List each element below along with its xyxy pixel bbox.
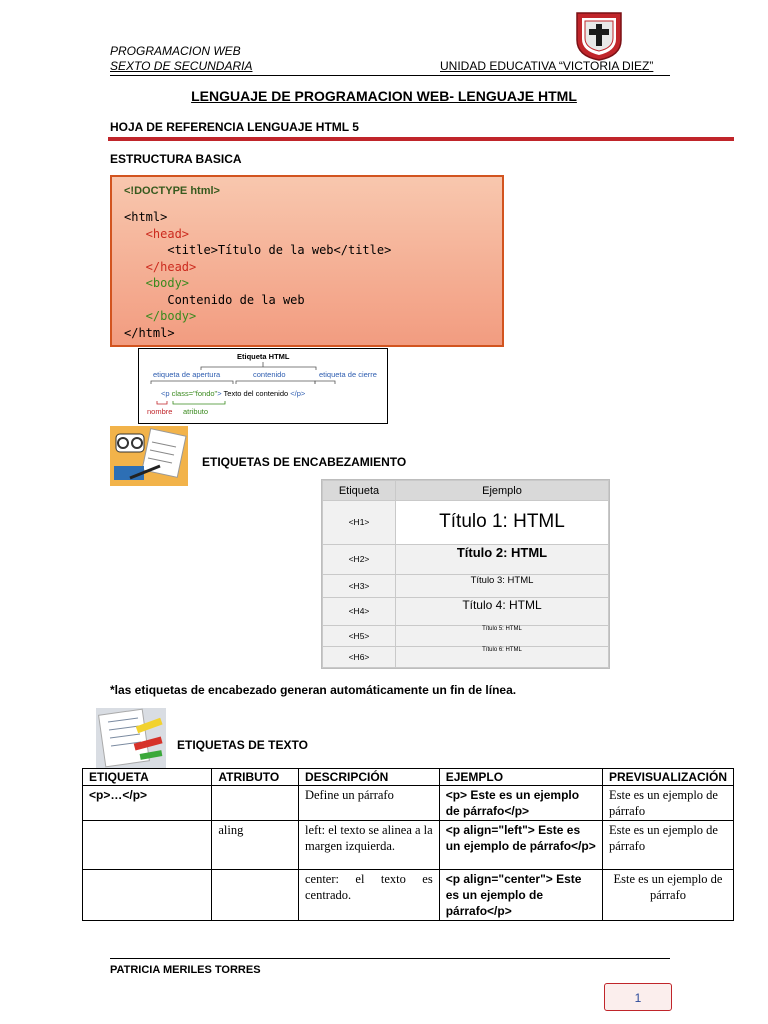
example-cell: <p align="center"> Este es un ejemplo de… (438, 869, 603, 921)
author-name: PATRICIA MERILES TORRES (110, 964, 261, 976)
header-divider (110, 75, 670, 76)
code-line: <title>Título de la web</title> (124, 243, 392, 257)
school-name: UNIDAD EDUCATIVA “VICTORIA DIEZ” (440, 59, 654, 73)
description-cell: left: el texto se alinea a la margen izq… (297, 820, 440, 870)
document-title: LENGUAJE DE PROGRAMACION WEB- LENGUAJE H… (191, 88, 577, 104)
attribute-cell (211, 869, 299, 921)
text-tags-table: ETIQUETA ATRIBUTO DESCRIPCIÓN EJEMPLO PR… (81, 768, 735, 921)
html-structure-code-box: <!DOCTYPE html> <html> <head> <title>Tít… (110, 175, 504, 347)
grade-name: SEXTO DE SECUNDARIA (110, 59, 253, 73)
code-line: </head> (124, 259, 197, 274)
close-tag-label: etiqueta de cierre (319, 370, 377, 379)
attribute-label: atributo (183, 407, 209, 416)
school-crest-logo (576, 12, 622, 61)
page-number: 1 (604, 983, 672, 1011)
code-block: <html> <head> <title>Título de la web</t… (124, 209, 391, 341)
attribute-cell (211, 785, 299, 821)
column-header: EJEMPLO (438, 768, 603, 786)
description-cell: center: el texto es centrado. (297, 869, 440, 921)
desk-illustration (110, 426, 188, 486)
column-header: ETIQUETA (81, 768, 213, 786)
heading-example-cell: Título 1: HTML (395, 500, 609, 545)
code-line: </body> (124, 309, 197, 323)
table-row: center: el texto es centrado. <p align="… (81, 869, 735, 921)
heading-tag-cell: <H5> (322, 625, 396, 648)
example-cell: <p align="left"> Este es un ejemplo de p… (438, 820, 603, 870)
code-line: <body> (124, 276, 190, 290)
column-header: Etiqueta (322, 480, 396, 501)
heading-example-cell: Título 3: HTML (395, 574, 609, 598)
heading-example-cell: Título 4: HTML (395, 596, 609, 627)
open-tag-label: etiqueta de apertura (153, 370, 221, 379)
section-text-title: ETIQUETAS DE TEXTO (177, 738, 308, 752)
footer-divider (110, 958, 670, 959)
course-name: PROGRAMACION WEB (110, 44, 241, 58)
preview-cell: Este es un ejemplo de párrafo (601, 820, 735, 870)
heading-tag-cell: <H3> (322, 574, 396, 598)
code-line: </html> (124, 325, 175, 340)
heading-example-cell: Título 5: HTML (395, 625, 609, 648)
html-tag-anatomy-diagram: Etiqueta HTML etiqueta de apertura conte… (138, 348, 388, 424)
column-header: PREVISUALIZACIÓN (601, 768, 735, 786)
code-line: <html> (124, 210, 168, 224)
attribute-cell: aling (211, 820, 299, 870)
heading-tag-cell: <H2> (322, 543, 396, 576)
tag-cell: <p>…</p> (81, 785, 213, 821)
name-label: nombre (147, 407, 173, 416)
example-cell: <p> Este es un ejemplo de párrafo</p> (438, 785, 603, 821)
column-header: Ejemplo (395, 480, 609, 501)
heading-examples-table: Etiqueta Ejemplo <H1> Título 1: HTML <H2… (321, 479, 610, 669)
code-line: Contenido de la web (124, 292, 305, 307)
papers-illustration (96, 708, 166, 768)
diagram-title: Etiqueta HTML (237, 352, 290, 361)
diagram-example: <p class="fondo"> Texto del contenido </… (161, 389, 306, 398)
heading-tag-cell: <H6> (322, 646, 396, 668)
preview-cell: Este es un ejemplo de párrafo (601, 869, 735, 921)
diagram-brackets (150, 362, 336, 405)
code-line: <head> (124, 226, 190, 241)
doctype-line: <!DOCTYPE html> (124, 185, 220, 197)
heading-example-cell: Título 6: HTML (395, 646, 609, 668)
content-label: contenido (253, 370, 286, 379)
tag-cell (81, 820, 213, 870)
heading-note: *las etiquetas de encabezado generan aut… (110, 683, 517, 697)
column-header: ATRIBUTO (211, 768, 299, 786)
table-row: <p>…</p> Define un párrafo <p> Este es u… (81, 785, 735, 821)
column-header: DESCRIPCIÓN (297, 768, 440, 786)
header-left: PROGRAMACION WEB SEXTO DE SECUNDARIA (110, 44, 252, 74)
tag-cell (81, 869, 213, 921)
section-headings-title: ETIQUETAS DE ENCABEZAMIENTO (202, 455, 407, 469)
document-subtitle: HOJA DE REFERENCIA LENGUAJE HTML 5 (110, 120, 359, 134)
heading-tag-cell: <H4> (322, 596, 396, 627)
title-divider (108, 137, 734, 141)
table-row: aling left: el texto se alinea a la marg… (81, 820, 735, 870)
description-cell: Define un párrafo (297, 785, 440, 821)
heading-tag-cell: <H1> (322, 500, 396, 545)
heading-example-cell: Título 2: HTML (395, 543, 609, 576)
preview-cell: Este es un ejemplo de párrafo (601, 785, 735, 821)
section-structure-title: ESTRUCTURA BASICA (110, 152, 242, 166)
